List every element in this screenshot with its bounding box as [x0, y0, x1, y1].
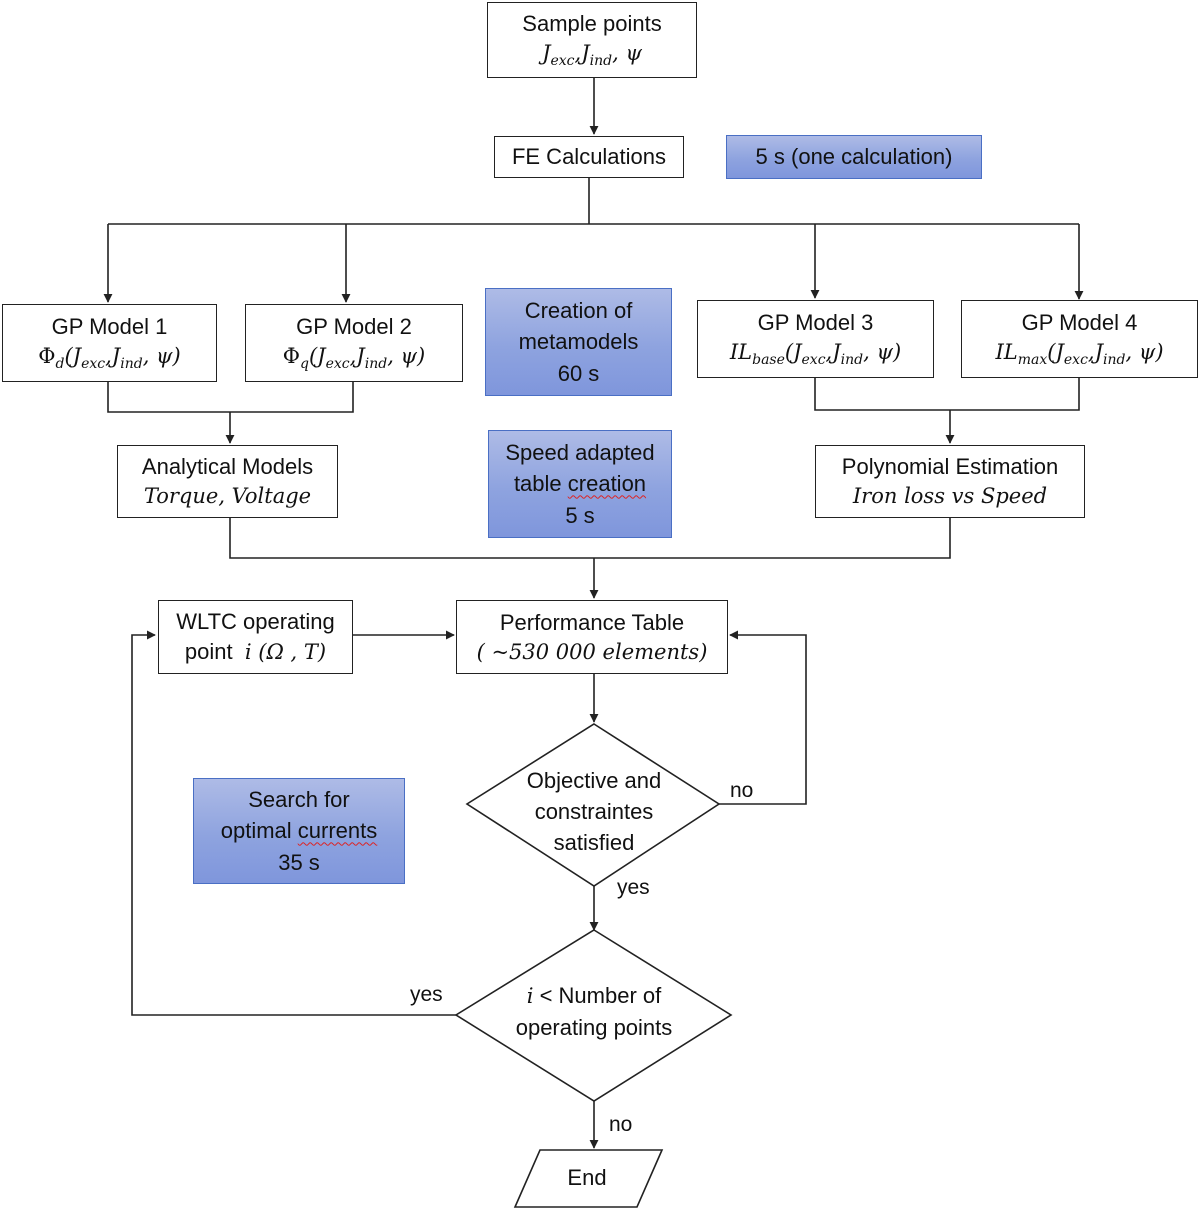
gp-model-1-math: Φd(Jexc,Jind, ψ)	[38, 343, 181, 372]
gp-model-4-math: ILmax(Jexc,Jind, ψ)	[995, 339, 1164, 368]
end-label: End	[567, 1165, 607, 1190]
count-diamond	[454, 929, 733, 1102]
edge-models-merge	[229, 518, 951, 559]
edge-count-yes	[131, 630, 456, 1016]
objective-text: Objective and constraintes satisfied	[490, 765, 698, 859]
gp-model-4-box: GP Model 4 ILmax(Jexc,Jind, ψ)	[961, 300, 1198, 378]
gp-model-2-box: GP Model 2 Φq(Jexc,Jind, ψ)	[245, 304, 463, 382]
gp-model-2-title: GP Model 2	[296, 314, 412, 340]
metamodels-timing-note: Creation of metamodels 60 s	[485, 288, 672, 396]
performance-table-math: ( ~530 000 elements)	[476, 639, 708, 664]
count-text: i < Number of operating points	[484, 980, 704, 1043]
objective-diamond	[465, 723, 721, 887]
speed-table-line-2: table creation	[513, 471, 647, 497]
search-line-3: 35 s	[278, 849, 320, 875]
edge-label-yes-loop: yes	[410, 983, 443, 1006]
speed-table-timing-note: Speed adapted table creation 5 s	[488, 430, 672, 538]
performance-table-box: Performance Table ( ~530 000 elements)	[456, 600, 728, 674]
analytical-models-title: Analytical Models	[141, 454, 314, 480]
gp-model-3-math: ILbase(Jexc,Jind, ψ)	[729, 339, 902, 368]
fe-timing-note: 5 s (one calculation)	[726, 135, 982, 179]
search-timing-note: Search for optimal currents 35 s	[193, 778, 405, 884]
edge-label-yes-objective: yes	[617, 876, 650, 899]
speed-table-line-3: 5 s	[565, 502, 595, 528]
objective-line-2: constraintes	[534, 799, 654, 825]
wltc-line-2: point i (Ω , T)	[184, 639, 327, 664]
gp-model-4-title: GP Model 4	[1021, 310, 1138, 336]
edge-label-no-objective: no	[730, 779, 754, 802]
polynomial-estimation-box: Polynomial Estimation Iron loss vs Speed	[815, 445, 1085, 518]
gp-model-3-title: GP Model 3	[757, 310, 874, 336]
edge-label-no-end: no	[609, 1113, 633, 1136]
count-line-2: operating points	[515, 1014, 673, 1040]
performance-table-title: Performance Table	[499, 609, 685, 635]
objective-line-3: satisfied	[553, 830, 635, 856]
speed-table-line-1: Speed adapted	[505, 440, 655, 466]
count-line-1: i < Number of	[526, 983, 662, 1008]
sample-points-title: Sample points	[522, 11, 662, 37]
gp-model-3-box: GP Model 3 ILbase(Jexc,Jind, ψ)	[697, 300, 934, 378]
metamodels-line-2: metamodels	[518, 329, 639, 355]
analytical-models-box: Analytical Models Torque, Voltage	[117, 445, 338, 518]
gp-model-1-box: GP Model 1 Φd(Jexc,Jind, ψ)	[2, 304, 217, 382]
search-line-1: Search for	[248, 787, 350, 813]
objective-line-1: Objective and	[526, 768, 662, 793]
wltc-line-1: WLTC operating	[176, 609, 335, 635]
fe-calculations-title: FE Calculations	[511, 144, 667, 170]
analytical-models-math: Torque, Voltage	[143, 484, 312, 509]
metamodels-line-3: 60 s	[557, 360, 600, 386]
edge-gp34-merge	[814, 378, 1080, 411]
fe-calculations-box: FE Calculations	[494, 136, 684, 178]
end-parallelogram	[513, 1149, 664, 1208]
polynomial-estimation-title: Polynomial Estimation	[841, 454, 1059, 480]
gp-model-2-math: Φq(Jexc,Jind, ψ)	[282, 343, 426, 372]
wltc-box: WLTC operating point i (Ω , T)	[158, 600, 353, 674]
fe-timing-text: 5 s (one calculation)	[755, 144, 953, 170]
edge-objective-no	[719, 630, 807, 805]
sample-points-box: Sample points Jexc,Jind, ψ	[487, 2, 697, 78]
sample-points-math: Jexc,Jind, ψ	[542, 40, 642, 69]
search-line-2: optimal currents	[220, 818, 378, 844]
polynomial-estimation-math: Iron loss vs Speed	[852, 484, 1048, 509]
metamodels-line-1: Creation of	[524, 298, 633, 324]
gp-model-1-title: GP Model 1	[51, 314, 168, 340]
edge-gp12-merge	[107, 382, 354, 413]
